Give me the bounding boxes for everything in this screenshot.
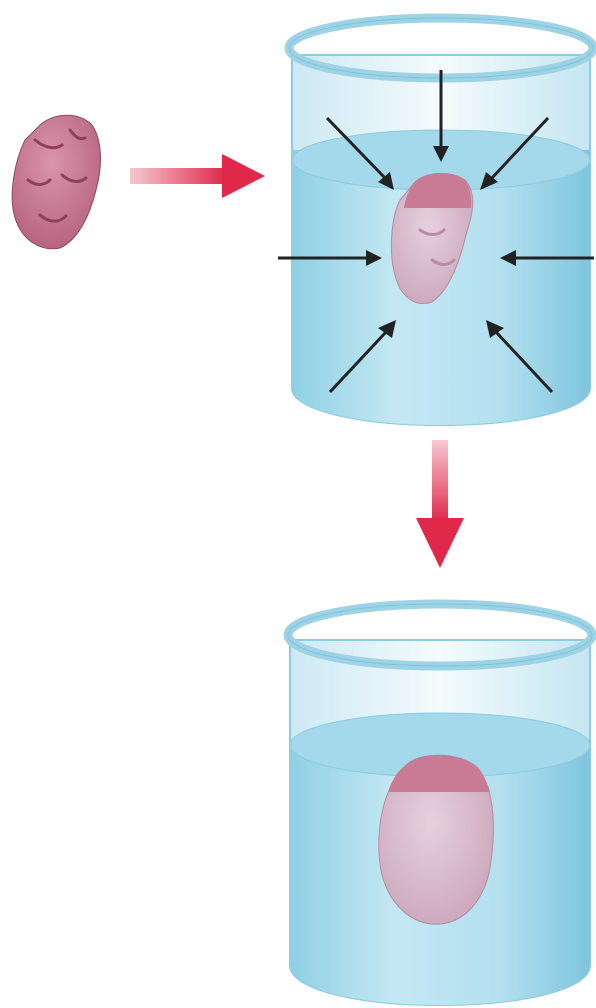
red-arrow-right-icon [130, 154, 265, 198]
beaker-immersion [278, 18, 594, 425]
red-arrow-down-icon [416, 440, 464, 568]
dry-object [12, 115, 100, 249]
beaker-result [288, 604, 592, 1005]
swollen-object [379, 755, 494, 924]
